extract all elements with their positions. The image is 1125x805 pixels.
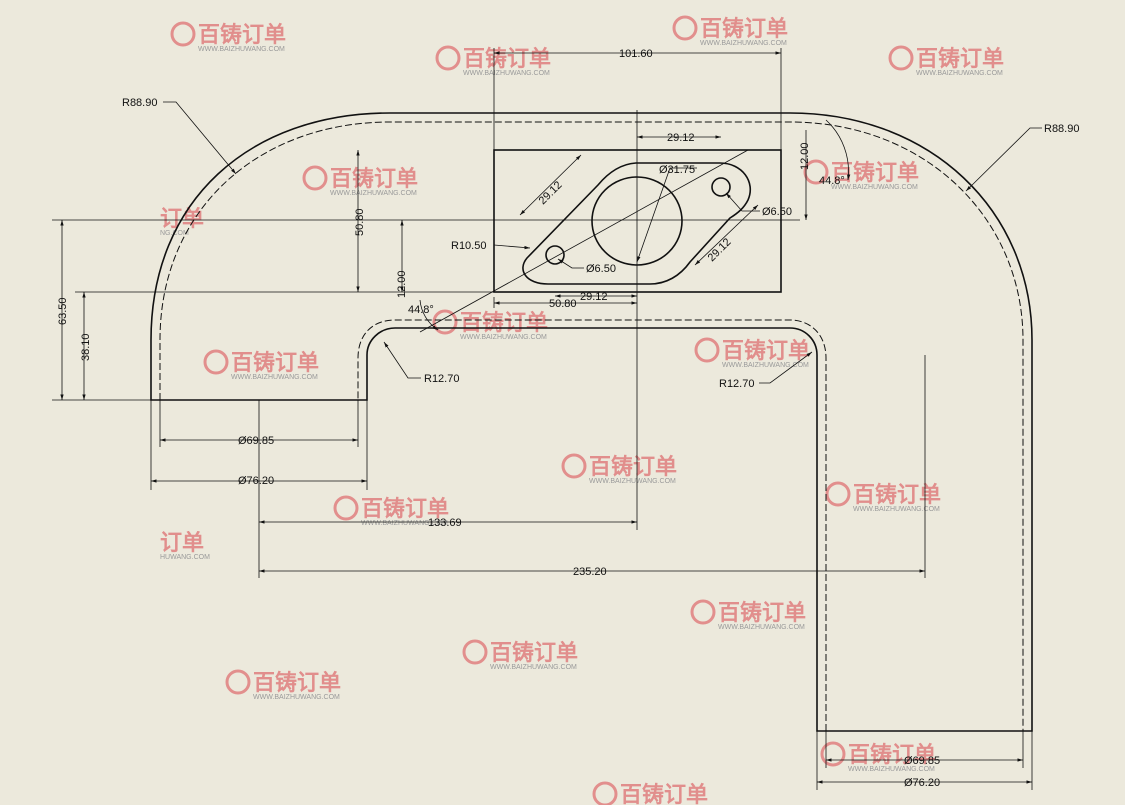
dim-tube-id-right: Ø69.85 bbox=[904, 755, 940, 767]
dim-leg-height: 38.10 bbox=[80, 333, 92, 361]
construction-lines bbox=[52, 48, 1033, 790]
svg-text:百铸订单: 百铸订单 bbox=[361, 496, 449, 522]
svg-text:百铸订单: 百铸订单 bbox=[463, 46, 551, 72]
svg-text:百铸订单: 百铸订单 bbox=[460, 310, 548, 336]
dim-hole-spacing-top: 29.12 bbox=[667, 132, 695, 144]
svg-text:百铸订单: 百铸订单 bbox=[700, 16, 788, 42]
dim-tube-od-left: Ø76.20 bbox=[238, 475, 274, 487]
svg-text:百铸订单: 百铸订单 bbox=[198, 22, 286, 48]
svg-text:WWW.BAIZHUWANG.COM: WWW.BAIZHUWANG.COM bbox=[853, 506, 940, 513]
dim-angle-upper: 44.8° bbox=[819, 175, 845, 187]
svg-text:百铸订单: 百铸订单 bbox=[848, 742, 936, 768]
flange bbox=[493, 149, 782, 293]
svg-text:百铸订单: 百铸订单 bbox=[722, 338, 810, 364]
svg-text:WWW.BAIZHUWANG.COM: WWW.BAIZHUWANG.COM bbox=[589, 478, 676, 485]
svg-text:HUWANG.COM: HUWANG.COM bbox=[160, 554, 210, 561]
dim-top-width: 101.60 bbox=[619, 48, 653, 60]
svg-text:百铸订单: 百铸订单 bbox=[620, 782, 708, 805]
svg-text:WWW.BAIZHUWANG.COM: WWW.BAIZHUWANG.COM bbox=[916, 70, 1003, 77]
bolt-hole-right bbox=[711, 177, 731, 197]
dim-tube-od-right: Ø76.20 bbox=[904, 777, 940, 789]
svg-text:订单: 订单 bbox=[160, 531, 204, 556]
dim-hole-dia-left: Ø6.50 bbox=[586, 263, 616, 275]
svg-text:WWW.BAIZHUWANG.COM: WWW.BAIZHUWANG.COM bbox=[198, 46, 285, 53]
dim-main-bore: Ø31.75 bbox=[659, 164, 695, 176]
svg-text:百铸订单: 百铸订单 bbox=[490, 640, 578, 666]
leader-lines bbox=[163, 101, 1042, 384]
svg-text:WWW.BAIZHUWANG.COM: WWW.BAIZHUWANG.COM bbox=[460, 334, 547, 341]
svg-text:WWW.BAIZHUWANG.COM: WWW.BAIZHUWANG.COM bbox=[831, 184, 918, 191]
svg-text:WWW.BAIZHUWANG.COM: WWW.BAIZHUWANG.COM bbox=[253, 694, 340, 701]
dim-overall-length: 235.20 bbox=[573, 566, 607, 578]
svg-text:百铸订单: 百铸订单 bbox=[916, 46, 1004, 72]
dim-flange-width: 50.80 bbox=[549, 298, 577, 310]
svg-text:WWW.BAIZHUWANG.COM: WWW.BAIZHUWANG.COM bbox=[231, 374, 318, 381]
dim-offset-upper: 12.00 bbox=[799, 142, 811, 170]
dim-offset-center: 133.69 bbox=[428, 517, 462, 529]
tube-outline bbox=[150, 112, 1033, 732]
dim-flange-height: 50.80 bbox=[354, 208, 366, 236]
svg-text:百铸订单: 百铸订单 bbox=[330, 166, 418, 192]
tube-inner-wall bbox=[159, 121, 1024, 731]
dim-offset-lower: 12.00 bbox=[396, 270, 408, 298]
svg-text:WWW.BAIZHUWANG.COM: WWW.BAIZHUWANG.COM bbox=[718, 624, 805, 631]
svg-text:百铸订单: 百铸订单 bbox=[718, 600, 806, 626]
dimension-lines bbox=[60, 51, 1032, 784]
dim-hole-dia-right: Ø6.50 bbox=[762, 206, 792, 218]
svg-text:WWW.BAIZHUWANG.COM: WWW.BAIZHUWANG.COM bbox=[330, 190, 417, 197]
svg-text:百铸订单: 百铸订单 bbox=[853, 482, 941, 508]
dim-tube-id-left: Ø69.85 bbox=[238, 435, 274, 447]
dim-inner-bend-right: R12.70 bbox=[719, 378, 754, 390]
svg-text:百铸订单: 百铸订单 bbox=[253, 670, 341, 696]
svg-text:百铸订单: 百铸订单 bbox=[831, 160, 919, 186]
svg-text:WWW.BAIZHUWANG.COM: WWW.BAIZHUWANG.COM bbox=[848, 766, 935, 773]
dim-inner-bend-left: R12.70 bbox=[424, 373, 459, 385]
dim-hole-spacing-bottom: 29.12 bbox=[580, 291, 608, 303]
dim-flange-corner-radius: R10.50 bbox=[451, 240, 486, 252]
bolt-hole-left bbox=[545, 245, 565, 265]
watermark-18: 百铸订单 bbox=[592, 781, 708, 805]
dim-overall-height: 63.50 bbox=[57, 297, 69, 325]
dim-right-radius: R88.90 bbox=[1044, 123, 1079, 135]
svg-text:WWW.BAIZHUWANG.COM: WWW.BAIZHUWANG.COM bbox=[722, 362, 809, 369]
dim-angle-lower: 44.8° bbox=[408, 304, 434, 316]
dim-left-radius: R88.90 bbox=[122, 97, 157, 109]
svg-text:WWW.BAIZHUWANG.COM: WWW.BAIZHUWANG.COM bbox=[463, 70, 550, 77]
svg-text:百铸订单: 百铸订单 bbox=[589, 454, 677, 480]
svg-text:百铸订单: 百铸订单 bbox=[231, 350, 319, 376]
svg-text:WWW.BAIZHUWANG.COM: WWW.BAIZHUWANG.COM bbox=[490, 664, 577, 671]
svg-text:WWW.BAIZHUWANG.COM: WWW.BAIZHUWANG.COM bbox=[700, 40, 787, 47]
